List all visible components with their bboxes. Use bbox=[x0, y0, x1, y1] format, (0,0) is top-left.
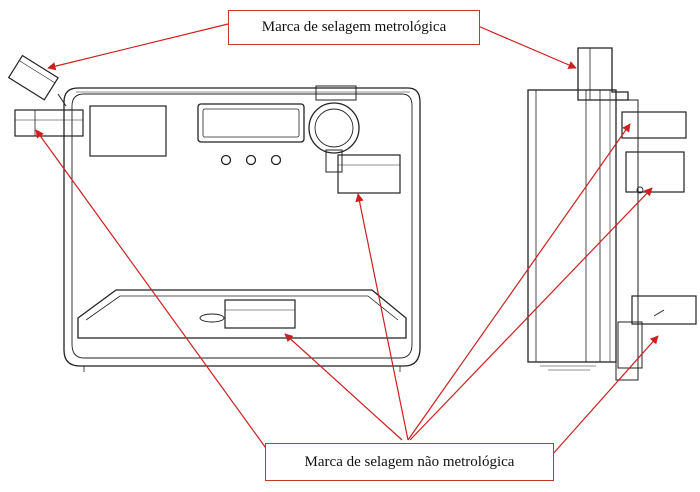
meter-front-view bbox=[7, 54, 421, 372]
metrological-seal-label: Marca de selagem metrológica bbox=[228, 10, 480, 45]
non-metrological-leader-lines bbox=[35, 123, 659, 456]
metrological-leader-lines bbox=[47, 23, 577, 71]
non-metrological-seal-label: Marca de selagem não metrológica bbox=[265, 443, 554, 481]
meter-side-view bbox=[527, 47, 697, 381]
non-metrological-seal-text: Marca de selagem não metrológica bbox=[304, 453, 515, 470]
metrological-seal-text: Marca de selagem metrológica bbox=[261, 19, 447, 35]
